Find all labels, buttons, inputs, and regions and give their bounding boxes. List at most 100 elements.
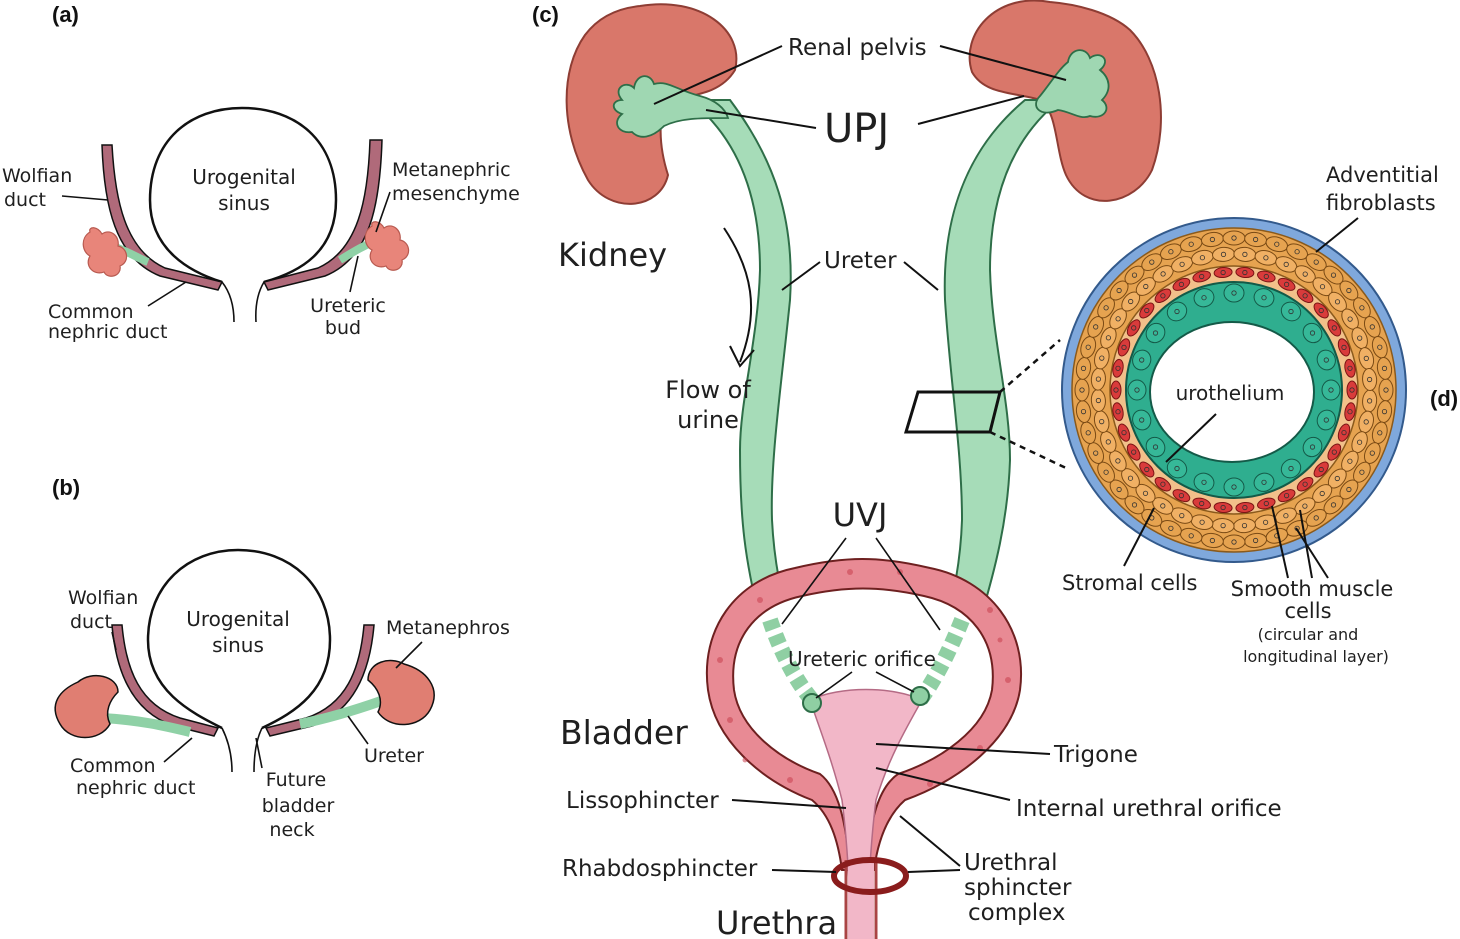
urothelial-cell-nucleus xyxy=(1174,308,1180,315)
urothelial-cell-nucleus xyxy=(1139,417,1145,423)
smooth-muscle-cell xyxy=(1154,288,1172,304)
stromal-cell-nucleus xyxy=(1105,335,1112,341)
stromal-cell-nucleus xyxy=(1160,271,1166,277)
smooth-muscle-cell-nucleus xyxy=(1131,449,1137,455)
smooth-muscle-cell-nucleus xyxy=(1331,449,1337,455)
stromal-cell-nucleus xyxy=(1242,251,1248,257)
smooth-muscle-cell xyxy=(1139,461,1155,478)
urothelial-cell-nucleus xyxy=(1152,330,1159,336)
stromal-cell-nucleus xyxy=(1319,284,1326,290)
metanephros-right xyxy=(367,659,435,726)
smooth-muscle-cell xyxy=(1337,338,1351,357)
intramural-ureter-left xyxy=(762,617,819,706)
smooth-muscle-leader-1 xyxy=(1271,505,1289,579)
urothelial-cell xyxy=(1253,288,1275,308)
urogenital-sinus-label-b-2: sinus xyxy=(212,633,264,657)
urothelium-leader xyxy=(1165,413,1217,463)
smooth-muscle-cell-nucleus xyxy=(1115,365,1121,371)
smooth-muscle-cell-nucleus xyxy=(1349,387,1355,393)
stromal-cell-nucleus xyxy=(1095,397,1102,404)
smooth-muscle-cell-nucleus xyxy=(1263,500,1269,507)
stromal-cell-nucleus xyxy=(1099,355,1105,361)
panel-a-label: (a) xyxy=(52,2,79,27)
stromal-cell-nucleus xyxy=(1253,236,1259,243)
smooth-muscle-cell xyxy=(1139,302,1155,319)
stromal-cell-nucleus xyxy=(1330,272,1337,278)
wolfian-duct-right-b xyxy=(264,624,375,737)
stromal-cell-nucleus xyxy=(1115,458,1121,464)
common-nephric-duct-leader-b xyxy=(163,737,193,763)
stromal-cell-nucleus xyxy=(1179,261,1185,267)
urothelium-cells xyxy=(1127,283,1341,497)
stromal-cell-nucleus xyxy=(1334,299,1341,305)
stromal-cell-nucleus xyxy=(1367,398,1373,404)
smooth-muscle-cell-nucleus xyxy=(1160,481,1166,487)
smooth-muscle-cell xyxy=(1126,443,1141,461)
metanephric-mesenchyme-label-1: Metanephric xyxy=(392,159,511,181)
stromal-cell-nucleus xyxy=(1359,469,1365,475)
rhabdosphincter-label: Rhabdosphincter xyxy=(562,856,758,882)
adventitial-fibroblasts-label-1: Adventitial xyxy=(1326,163,1439,187)
urothelial-cell xyxy=(1166,458,1188,479)
smooth-muscle-cell-nucleus xyxy=(1160,293,1166,299)
urothelial-cell xyxy=(1316,409,1336,431)
urothelium-label: urothelium xyxy=(1176,381,1285,405)
future-bladder-neck-leader xyxy=(255,737,263,769)
stromal-cells-leader xyxy=(1123,507,1155,567)
panel-d-label: (d) xyxy=(1430,386,1458,411)
smooth-muscle-cell xyxy=(1257,270,1276,283)
stromal-cell-nucleus xyxy=(1383,387,1389,393)
stromal-cell-nucleus xyxy=(1116,287,1122,294)
stromal-cell-nucleus xyxy=(1128,298,1134,305)
urothelial-cell-nucleus xyxy=(1139,357,1145,363)
ureteric-bud-label-1: Ureteric xyxy=(310,295,386,317)
urothelial-cell xyxy=(1193,472,1215,492)
smooth-muscle-cell xyxy=(1172,489,1191,503)
stromal-cell xyxy=(1222,230,1246,246)
smooth-muscle-cell-nucleus xyxy=(1318,307,1324,314)
smooth-muscle-cell xyxy=(1112,402,1124,422)
smooth-muscle-cell-nucleus xyxy=(1302,481,1308,487)
stromal-cell-nucleus xyxy=(1357,335,1363,341)
stromal-cell-nucleus xyxy=(1263,519,1269,525)
urethra-fill xyxy=(848,860,874,939)
urothelial-cell xyxy=(1223,477,1245,497)
stromal-cell-nucleus xyxy=(1363,419,1369,425)
bladder-label: Bladder xyxy=(560,713,688,752)
rhabdosphincter-leader xyxy=(771,869,837,873)
urothelial-cell-nucleus xyxy=(1261,295,1267,301)
stromal-cell-nucleus xyxy=(1103,469,1109,475)
stromal-cell-nucleus xyxy=(1347,458,1353,464)
stromal-cell-nucleus xyxy=(1115,316,1121,322)
smooth-muscle-cell-nucleus xyxy=(1220,269,1226,276)
stromal-cell-nucleus xyxy=(1381,365,1388,371)
urothelial-cell-nucleus xyxy=(1288,308,1294,315)
urothelial-cell xyxy=(1253,472,1275,492)
urethra-label: Urethra xyxy=(716,904,837,939)
urothelial-cell-nucleus xyxy=(1201,479,1207,485)
stromal-cell xyxy=(1362,368,1378,391)
urothelial-cell-nucleus xyxy=(1231,290,1237,296)
wolfian-duct-label-b-2: duct xyxy=(70,611,112,633)
stromal-cell-nucleus xyxy=(1168,249,1174,255)
ureteric-orifice-leader-right xyxy=(875,671,915,693)
ureter-leader-b xyxy=(347,715,369,745)
stromal-cell-nucleus xyxy=(1241,522,1248,529)
urothelial-cell xyxy=(1302,322,1323,344)
metanephros-left xyxy=(54,674,119,739)
urothelial-cell-nucleus xyxy=(1261,479,1267,485)
stromal-cell-nucleus xyxy=(1302,271,1308,277)
urothelial-cell xyxy=(1280,301,1302,322)
stromal-cell-nucleus xyxy=(1381,408,1388,415)
urothelial-cell-nucleus xyxy=(1288,465,1294,472)
smooth-muscle-cell-nucleus xyxy=(1144,466,1150,473)
smooth-muscle-cell xyxy=(1296,476,1314,492)
urothelial-cell-nucleus xyxy=(1134,387,1140,393)
stromal-cell-nucleus xyxy=(1283,261,1289,267)
rhabdosphincter-ring xyxy=(831,857,909,895)
smooth-muscle-cell xyxy=(1213,501,1233,514)
stromal-cell-nucleus xyxy=(1080,365,1087,371)
stromal-cell-nucleus xyxy=(1319,490,1325,497)
stromal-cell-nucleus xyxy=(1313,259,1319,265)
urothelial-cell xyxy=(1193,288,1215,308)
